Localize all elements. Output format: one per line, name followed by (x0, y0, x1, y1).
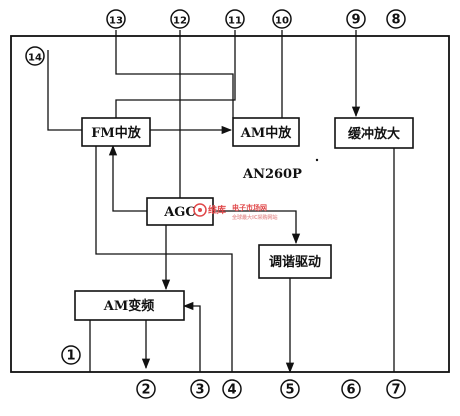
watermark-line2: 全球最大IC采购网站 (231, 214, 278, 221)
wires (47, 30, 395, 374)
pin-12: 12 (170, 9, 190, 29)
svg-text:5: 5 (285, 383, 294, 398)
pins: 13 12 11 10 9 8 14 1 (25, 9, 406, 399)
block-fm-if: FM中放 (81, 117, 151, 147)
svg-text:13: 13 (109, 16, 123, 27)
wire-pin11-fm (115, 30, 236, 118)
svg-text:14: 14 (28, 53, 42, 64)
svg-text:8: 8 (391, 13, 400, 28)
svg-text:10: 10 (275, 16, 289, 27)
ic-outline (10, 35, 450, 373)
chip-label: AN260P (242, 167, 302, 182)
wire-pin13-am (115, 30, 234, 118)
watermark-logo-icon (193, 203, 207, 217)
svg-text:4: 4 (227, 383, 236, 398)
block-agc-label: AGC (163, 205, 196, 220)
pin-1: 1 (61, 345, 81, 365)
watermark-line1: 电子市场网 (232, 203, 267, 212)
pin-9: 9 (346, 9, 366, 29)
svg-text:9: 9 (351, 13, 360, 28)
wire-pin14-fm (47, 50, 82, 131)
watermark-brand: 维库 (208, 204, 226, 216)
pin-11: 11 (225, 9, 245, 29)
block-buffer-amp: 缓冲放大 (334, 117, 414, 149)
svg-text:2: 2 (141, 383, 150, 398)
pin-7: 7 (386, 379, 406, 399)
block-tuning-driver: 调谐驱动 (258, 244, 332, 279)
pin-3: 3 (190, 379, 210, 399)
dot-mark (315, 158, 319, 162)
wire-agc-fm (108, 144, 147, 212)
pin-14: 14 (25, 46, 45, 66)
pin-13: 13 (106, 9, 126, 29)
svg-text:11: 11 (228, 16, 242, 27)
pin-6: 6 (341, 379, 361, 399)
pin-2: 2 (136, 379, 156, 399)
svg-text:1: 1 (66, 349, 75, 364)
watermark-logo-dot (198, 208, 202, 212)
watermark: 维库 电子市场网 全球最大IC采购网站 (193, 203, 278, 221)
block-am-converter-label: AM变频 (103, 298, 154, 314)
pin-5: 5 (280, 379, 300, 399)
svg-text:7: 7 (391, 383, 400, 398)
block-am-converter: AM变频 (74, 290, 185, 321)
block-buffer-amp-label: 缓冲放大 (348, 126, 400, 142)
block-tuning-driver-label: 调谐驱动 (269, 254, 321, 270)
pin-4: 4 (222, 379, 242, 399)
svg-text:3: 3 (195, 383, 204, 398)
svg-text:12: 12 (173, 16, 187, 27)
wire-agc-tuning (213, 210, 301, 245)
block-am-if: AM中放 (232, 117, 300, 147)
block-agc: AGC (146, 197, 214, 226)
wire-fm-pin4 (95, 146, 233, 372)
block-am-if-label: AM中放 (240, 125, 292, 141)
wire-pin3-converter (182, 301, 201, 372)
block-fm-if-label: FM中放 (91, 125, 142, 141)
pin-10: 10 (272, 9, 292, 29)
svg-text:6: 6 (346, 383, 355, 398)
pin-8: 8 (386, 9, 406, 29)
